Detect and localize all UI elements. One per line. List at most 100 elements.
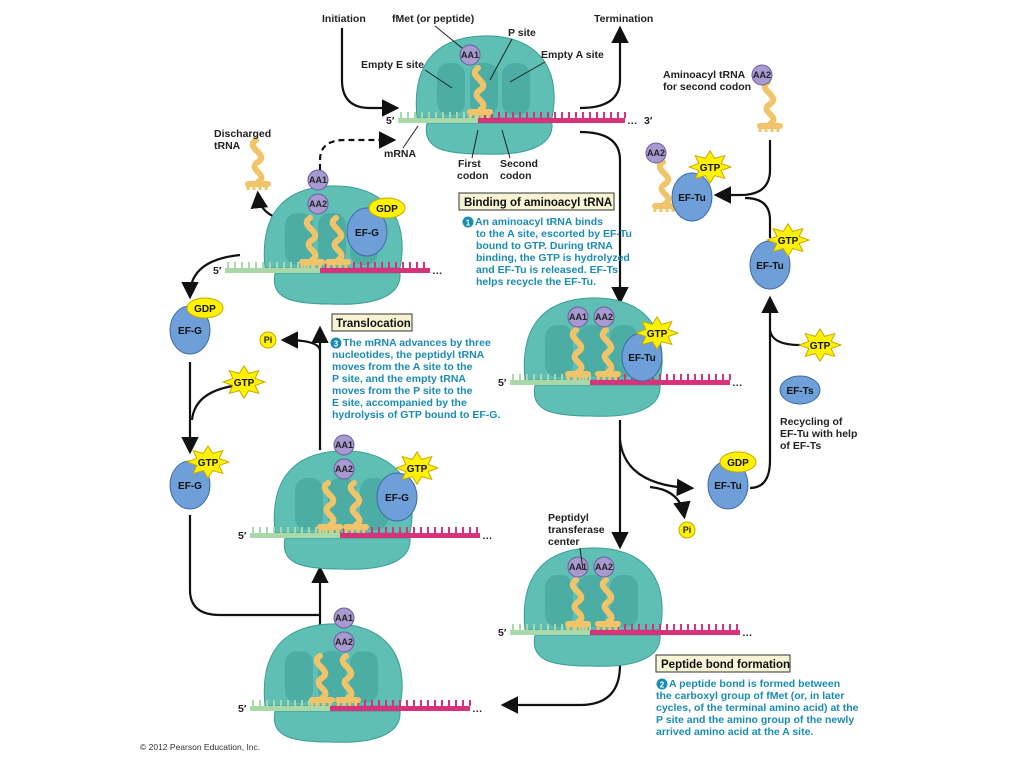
nucleotide-tick [406,700,408,706]
nucleotide-tick [631,624,633,630]
nucleotide-tick [617,112,619,118]
ellipsis-label: … [432,265,443,277]
step-title-box [331,313,413,332]
nucleotide-tick [469,527,471,533]
step-caption-line: binding, the GTP is hydrolyzed [476,252,630,264]
nucleotide-tick [290,262,292,268]
step-caption-line: A peptide bond is formed between [669,678,840,690]
gtp-star-icon [797,327,843,363]
three-prime-label: 3′ [644,115,653,127]
phosphate-label: Pi [264,335,273,345]
nucleotide-tick [701,624,703,630]
nucleotide-tick [519,112,521,118]
nucleotide-tick [666,374,668,380]
a-site [610,575,638,627]
nucleotide-tick [421,112,423,118]
nucleotide-tick [491,112,493,118]
termination-arrow [579,25,629,110]
amino-acid-icon [567,306,589,328]
small-subunit [283,537,411,570]
nucleotide-tick [294,527,296,533]
mrna-5-prime-segment [510,630,590,635]
small-subunit [533,384,661,417]
nucleotide-tick [512,624,514,630]
initiation-label: Initiation [322,13,366,25]
nucleotide-tick [308,700,310,706]
nucleotide-tick [589,624,591,630]
step-caption-line: arrived amino acid at the A site. [656,726,813,738]
trna-anticodon [566,374,588,380]
amino-acid-label: AA2 [647,148,665,158]
nucleotide-tick [367,262,369,268]
a-site [502,63,530,115]
nucleotide-tick [554,624,556,630]
nucleotide-tick [280,700,282,706]
nucleotide-tick [568,112,570,118]
step-caption-line: cycles, of the terminal amino acid) at t… [656,702,859,714]
nucleotide-tick [526,112,528,118]
leader-lines [402,25,584,571]
nucleotide-tick [659,624,661,630]
ef-tu-gtp-label: EF-Tu [678,193,706,204]
phosphate-label: Pi [683,525,692,535]
nucleotide-tick [385,527,387,533]
nucleotide-tick [715,374,717,380]
step-caption-line: bound to GTP. During tRNA [476,240,613,252]
amino-acid-icon [593,306,615,328]
amino-acid-label: AA1 [309,175,327,185]
nucleotide-tick [512,374,514,380]
e-site [295,478,323,530]
ef-g-gdp-label: EF-G [178,326,202,337]
mrna-5-prime-segment [398,118,478,123]
nucleotide-tick [325,262,327,268]
arrow-to-translocation [500,664,622,714]
nucleotide-tick [624,112,626,118]
gtp-star-icon [185,444,231,480]
nucleotide-tick [241,262,243,268]
nucleotide-tick [343,527,345,533]
recycling-label-3: of EF-Ts [780,440,821,452]
step-number-badge [656,678,668,690]
nucleotide-tick [301,700,303,706]
nucleotide-tick [407,112,409,118]
step-number: 1 [466,219,471,228]
gtp-label: GTP [198,458,219,469]
small-subunit [273,272,401,305]
fmet-label: fMet (or peptide) [392,13,474,25]
step-number: 2 [660,681,665,690]
nucleotide-tick [701,374,703,380]
nucleotide-tick [462,700,464,706]
trna [317,480,343,533]
nucleotide-tick [547,112,549,118]
step-caption-line: helps recycle the EF-Tu. [476,276,596,288]
copyright: © 2012 Pearson Education, Inc. [140,742,260,752]
nucleotide-tick [533,374,535,380]
nucleotide-tick [395,262,397,268]
mrna-5-prime-segment [225,268,320,273]
nucleotide-tick [371,700,373,706]
nucleotide-tick [262,262,264,268]
trna-anticodon [300,262,322,268]
recycling-label-2: EF-Tu with help [780,428,857,440]
nucleotide-tick [435,112,437,118]
nucleotide-tick [547,374,549,380]
gdp-label: GDP [376,204,398,215]
nucleotide-tick [308,527,310,533]
nucleotide-tick [624,374,626,380]
nucleotide-tick [448,527,450,533]
nucleotide-tick [392,700,394,706]
nucleotide-tick [276,262,278,268]
nucleotide-tick [378,700,380,706]
amino-acid-label: AA2 [595,312,613,322]
nucleotide-tick [476,527,478,533]
nucleotide-tick [353,262,355,268]
nucleotide-tick [248,262,250,268]
amino-acid-icon [307,193,329,215]
nucleotide-tick [259,700,261,706]
nucleotide-tick [434,700,436,706]
nucleotide-tick [715,624,717,630]
nucleotide-tick [374,262,376,268]
amino-acid-icon [333,607,355,629]
small-subunit [273,710,401,743]
nucleotide-tick [442,112,444,118]
